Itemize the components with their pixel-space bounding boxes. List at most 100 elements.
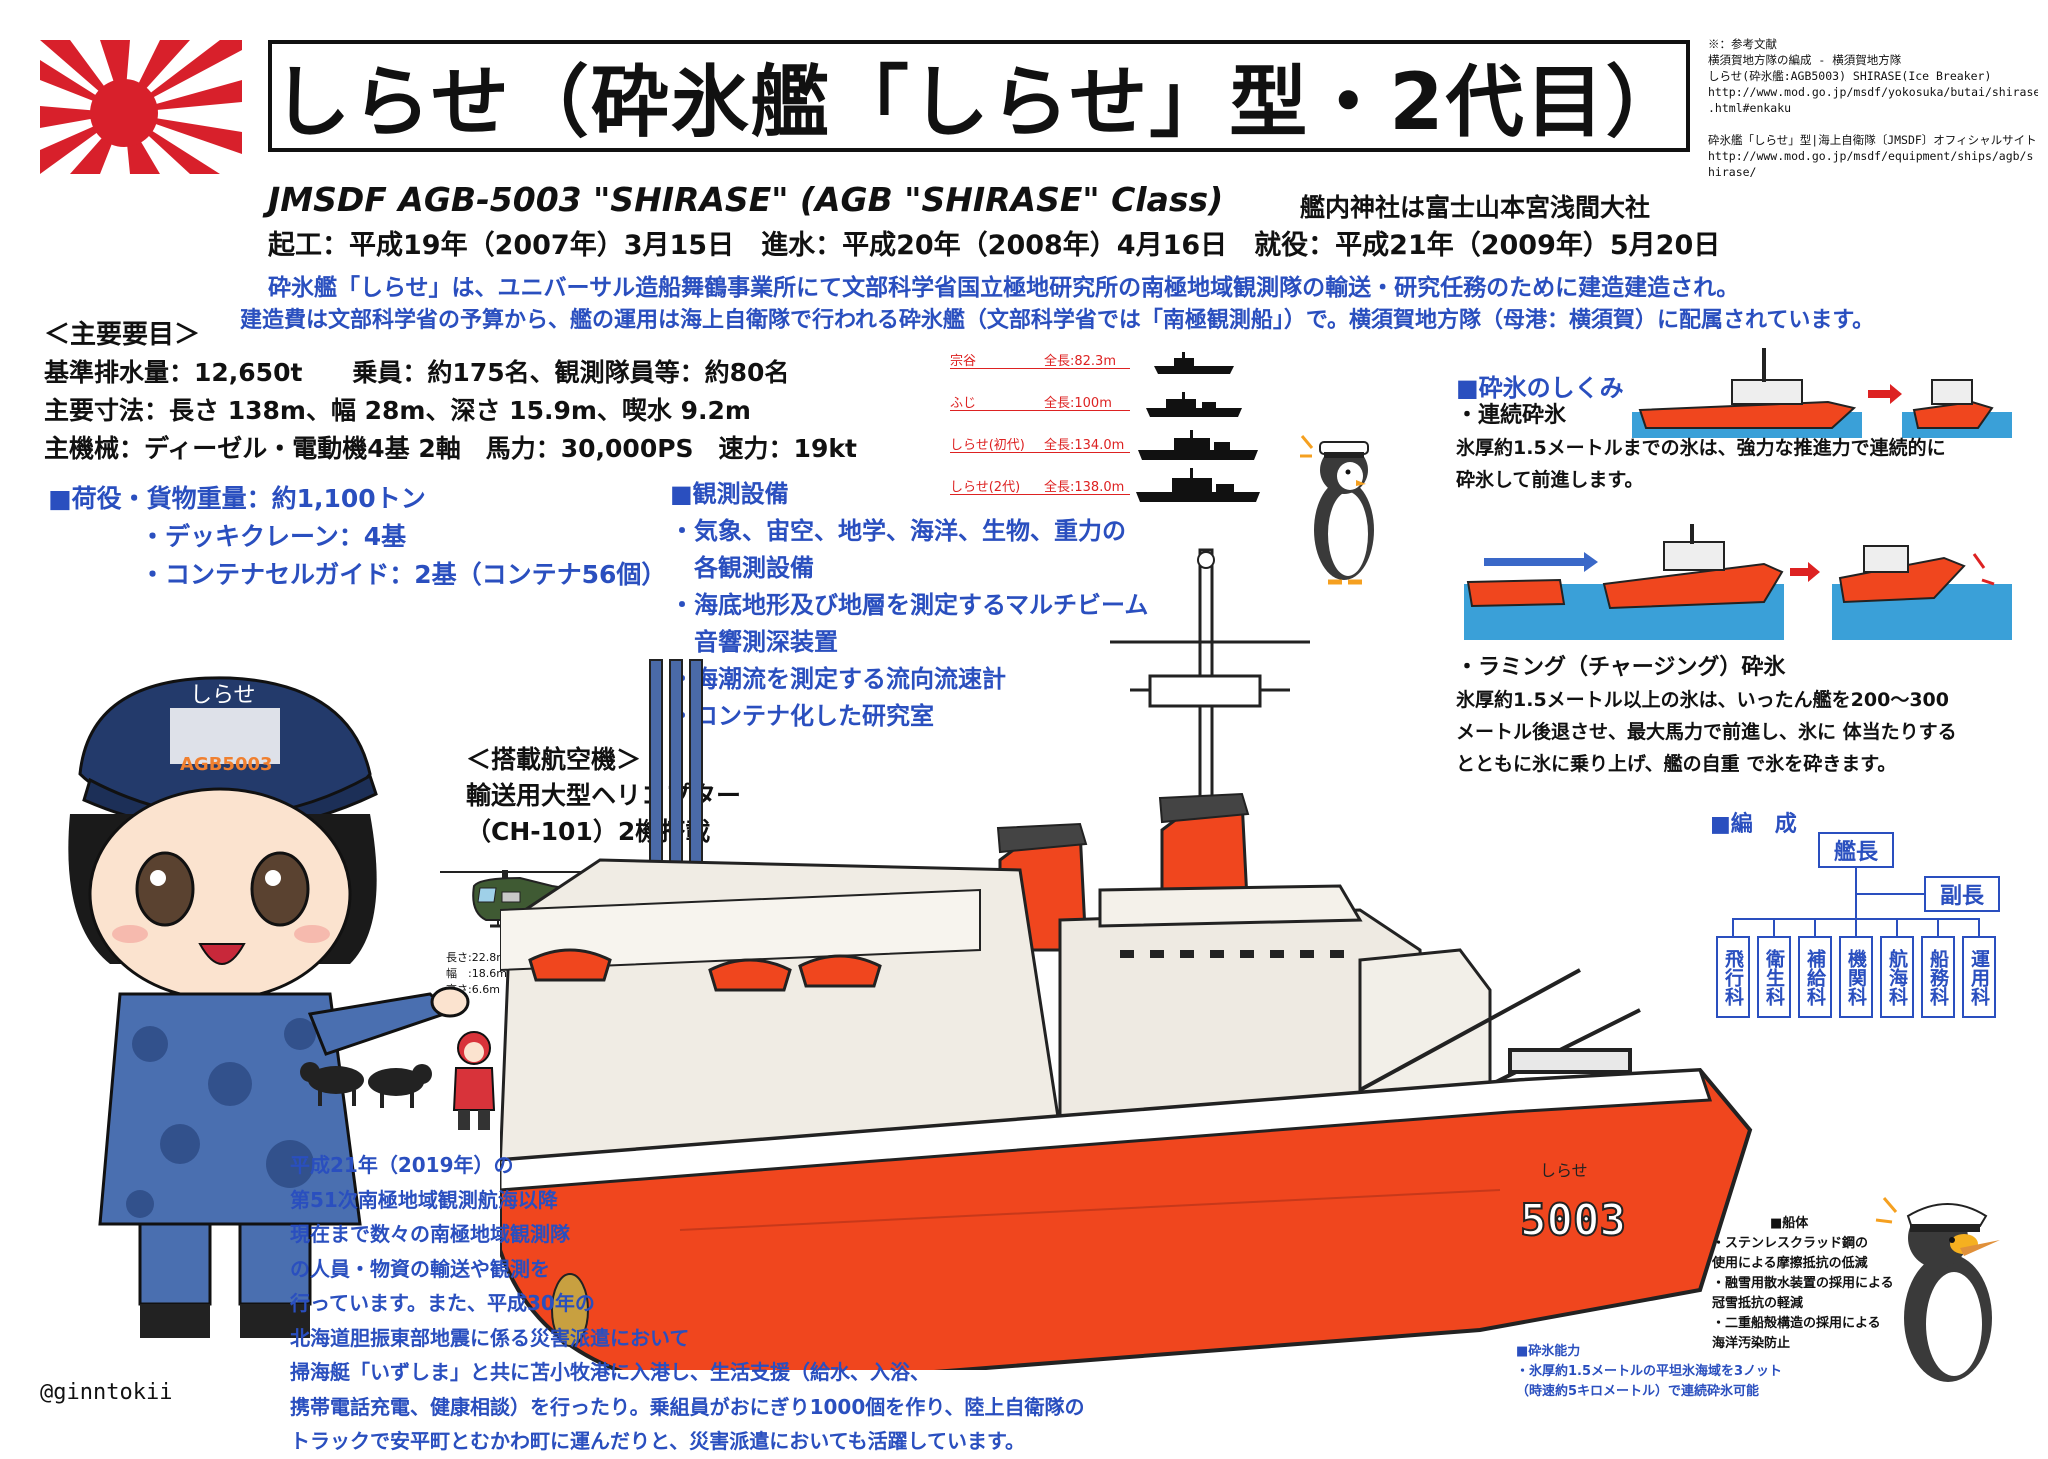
ramming-line: とともに氷に乗り上げ、艦の自重 で氷を砕きます。 [1456,753,1897,775]
title-box: しらせ（砕氷艦「しらせ」型・2代目） [268,40,1690,152]
ship-comparison: 宗谷 全長:82.3m ふじ 全長:100m しらせ(初代) 全長:134.0m… [944,344,1274,504]
org-vice-captain: 副長 [1924,876,2000,912]
cap-code: AGB5003 [180,754,273,775]
comparison-length: 全長:100m [1044,396,1112,411]
observation-item: 各観測設備 [670,554,814,582]
spec-line: 主要寸法：長さ 138m、幅 28m、深さ 15.9m、喫水 9.2m [44,396,751,425]
history-line: 平成21年（2019年）の [290,1153,514,1177]
description-line-2: 建造費は文部科学省の予算から、艦の運用は海上自衛隊で行われる砕氷艦（文部科学省で… [240,308,1875,333]
comparison-length: 全長:82.3m [1044,354,1116,369]
org-department: 衛生科 [1757,936,1791,1018]
spec-line: 基準排水量：12,650t 乗員：約175名、観測隊員等：約80名 [44,358,790,387]
org-department: 飛行科 [1716,936,1750,1018]
ref-line: http://www.mod.go.jp/msdf/equipment/ship… [1708,149,2034,163]
continuous-line: 氷厚約1.5メートルまでの氷は、強力な推進力で連続的に [1456,437,1946,459]
breaking-item: （時速約5キロメートル）で連続砕氷可能 [1516,1384,1760,1399]
observation-section: ■観測設備 ・気象、宙空、地学、海洋、生物、重力の 各観測設備 ・海底地形及び地… [670,476,1148,735]
ramming-line: 氷厚約1.5メートル以上の氷は、いったん艦を200～300 [1456,689,1949,711]
ship-silhouettes [1136,352,1260,502]
continuous-breaking-diagram [1632,348,2012,438]
history-line: 第51次南極地域観測航海以降 [290,1187,558,1212]
history-line: 携帯電話充電、健康相談）を行ったり。乗組員がおにぎり1000個を作り、陸上自衛隊… [290,1394,1085,1419]
cap-text: しらせ [190,683,256,708]
dates: 起工：平成19年（2007年）3月15日 進水：平成20年（2008年）4月16… [268,230,1721,261]
cargo-section: ■荷役・貨物重量：約1,100トン ・デッキクレーン：4基 ・コンテナセルガイド… [48,480,666,594]
observation-item: ・コンテナ化した研究室 [670,702,934,730]
hull-item: ・二重船殻構造の採用による [1712,1316,1881,1331]
hull-heading: ■船体 [1770,1216,1809,1231]
observation-heading: ■観測設備 [670,480,789,508]
continuous-line: 砕氷して前進します。 [1456,469,1644,491]
breaking-ability: ■砕氷能力 ・氷厚約1.5メートルの平坦氷海域を3ノット （時速約5キロメートル… [1516,1342,1782,1402]
ref-line: しらせ(砕氷艦:AGB5003) SHIRASE(Ice Breaker) [1708,69,1992,83]
history-line: トラックで安平町とむかわ町に運んだりと、災害派遣においても活躍しています。 [290,1429,1025,1453]
cargo-heading: ■荷役・貨物重量：約1,100トン [48,484,426,513]
org-department: 船務科 [1921,936,1955,1018]
breaking-heading: ■砕氷能力 [1516,1344,1581,1359]
spec-line: 主機械：ディーゼル・電動機4基 2軸 馬力：30,000PS 速力：19kt [44,434,857,463]
author-credit: @ginntokii [40,1380,173,1405]
observation-item: 音響測深装置 [670,628,838,656]
history-text: 平成21年（2019年）の 第51次南極地域観測航海以降 現在まで数々の南極地域… [290,1148,1084,1459]
history-line: 掃海艇「いずしま」と共に苫小牧港に入港し、生活支援（給水、入浴、 [290,1360,930,1384]
comparison-name: しらせ(2代) [950,480,1021,495]
hull-notes: ■船体 ・ステンレスクラッド鋼の 使用による摩擦抵抗の低減 ・融雪用散水装置の採… [1712,1214,1894,1354]
ramming-diagram [1464,524,2012,640]
comparison-name: ふじ [950,396,977,411]
ref-line: 横須賀地方隊の編成 - 横須賀地方隊 [1708,53,1902,67]
ref-line: 砕氷艦「しらせ」型|海上自衛隊〔JMSDF〕オフィシャルサイト [1708,133,2037,147]
cargo-item: ・コンテナセルガイド：2基（コンテナ56個） [140,560,667,589]
comparison-length: 全長:134.0m [1044,438,1125,453]
description-line-1: 砕氷艦「しらせ」は、ユニバーサル造船舞鶴事業所にて文部科学省国立極地研究所の南極… [268,275,1740,301]
ref-line: .html#enkaku [1708,101,1792,115]
cargo-item: ・デッキクレーン：4基 [140,522,407,551]
ramming-line: メートル後退させ、最大馬力で前進し、氷に 体当たりする [1456,721,1957,743]
explorer-icon [452,1031,496,1130]
history-line: の人員・物資の輸送や観測を [290,1256,550,1281]
rising-sun-flag [40,40,242,174]
shrine-note: 艦内神社は富士山本宮浅間大社 [1300,193,1651,222]
hull-item: ・ステンレスクラッド鋼の [1712,1236,1869,1251]
ref-line: hirase/ [1708,165,1757,179]
org-department: 航海科 [1880,936,1914,1018]
breaking-item: ・氷厚約1.5メートルの平坦氷海域を3ノット [1516,1364,1782,1379]
org-department: 運用科 [1962,936,1996,1018]
penguin-officer-icon [1875,1197,2000,1382]
aircraft-heading: ＜搭載航空機＞ [466,745,642,774]
comparison-length: 全長:138.0m [1044,480,1125,495]
dogs-icon [300,1062,432,1108]
subtitle: JMSDF AGB-5003 "SHIRASE" (AGB "SHIRASE" … [268,180,1224,219]
penguin-sailor-icon [1300,435,1374,585]
ship-name-on-hull: しらせ [1540,1161,1588,1180]
specs-heading: ＜主要要目＞ [44,320,201,350]
ref-line [1708,116,2038,132]
comparison-name: 宗谷 [950,354,977,369]
hull-item: 使用による摩擦抵抗の低減 [1712,1256,1868,1271]
history-line: 行っています。また、平成30年の [290,1291,595,1315]
organization-heading: ■編 成 [1710,812,1797,837]
comparison-name: しらせ(初代) [950,438,1025,453]
ref-line: ※：参考文献 [1708,37,1777,51]
reverse-label: （後退の後、最大馬力で前進） [1490,542,1630,553]
hull-item: 海洋汚染防止 [1712,1336,1791,1351]
hull-item: ・融雪用散水装置の採用による冠雪抵抗の軽減 [1712,1276,1894,1311]
ref-line: http://www.mod.go.jp/msdf/yokosuka/butai… [1708,85,2038,99]
page-title: しらせ（砕氷艦「しらせ」型・2代目） [272,58,1686,148]
ship-illustration: 5003 しらせ [500,548,1753,1370]
observation-item: ・海底地形及び地層を測定するマルチビーム [670,591,1149,619]
org-department: 機関科 [1839,936,1873,1018]
ship-number: 5003 [1520,1195,1626,1246]
continuous-text: 氷厚約1.5メートルまでの氷は、強力な推進力で連続的に 砕氷して前進します。 [1456,432,1946,496]
sailor-character: しらせ AGB5003 [68,676,470,1338]
org-captain: 艦長 [1818,832,1894,868]
observation-item: ・海潮流を測定する流向流速計 [670,665,1006,693]
ramming-title: ・ラミング（チャージング）砕氷 [1456,655,1786,680]
history-line: 現在まで数々の南極地域観測隊 [290,1222,570,1246]
history-line: 北海道胆振東部地震に係る災害派遣において [290,1325,690,1350]
ramming-text: 氷厚約1.5メートル以上の氷は、いったん艦を200～300 メートル後退させ、最… [1456,684,1957,780]
icebreaking-heading: ■砕氷のしくみ [1456,374,1624,402]
references: ※：参考文献 横須賀地方隊の編成 - 横須賀地方隊 しらせ(砕氷艦:AGB500… [1708,36,2038,180]
continuous-title: ・連続砕氷 [1456,403,1567,428]
org-department: 補給科 [1798,936,1832,1018]
observation-item: ・気象、宙空、地学、海洋、生物、重力の [670,517,1126,545]
